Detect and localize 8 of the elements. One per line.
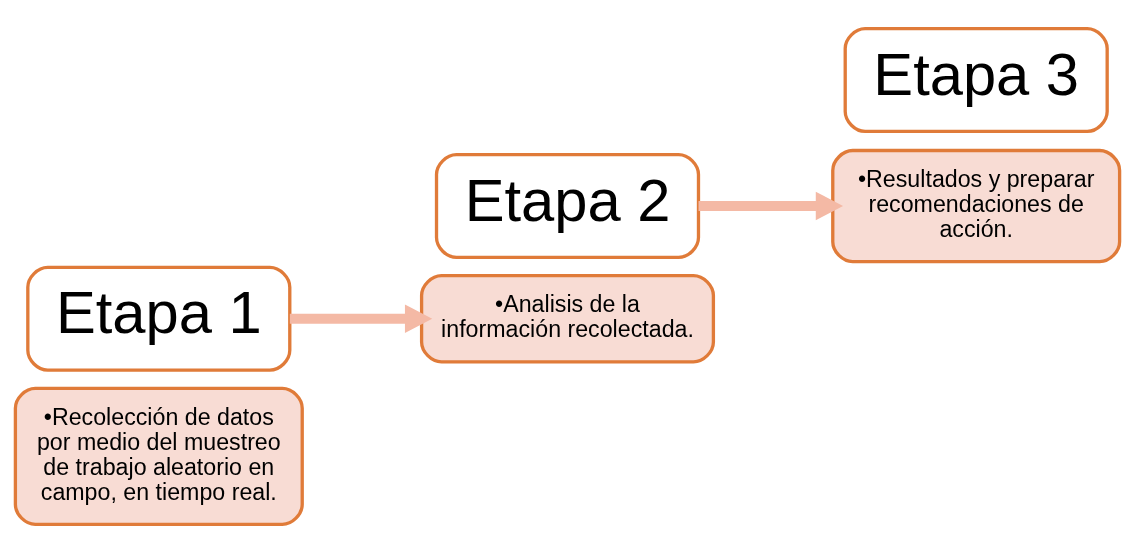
node-box: •Recolección de datos por medio del muestreo de trabajo aleatorio en campo, en tiempo real. xyxy=(13,386,304,527)
node-box: •Resultados y preparar recomendaciones de acción. xyxy=(831,148,1122,264)
arrow xyxy=(698,191,844,221)
node-box: Etapa 2 xyxy=(434,153,701,260)
node-box: Etapa 1 xyxy=(26,265,292,372)
arrow xyxy=(289,304,433,334)
node-box: Etapa 3 xyxy=(843,26,1109,134)
node-box: •Analisis de la información recolectada. xyxy=(419,274,716,364)
